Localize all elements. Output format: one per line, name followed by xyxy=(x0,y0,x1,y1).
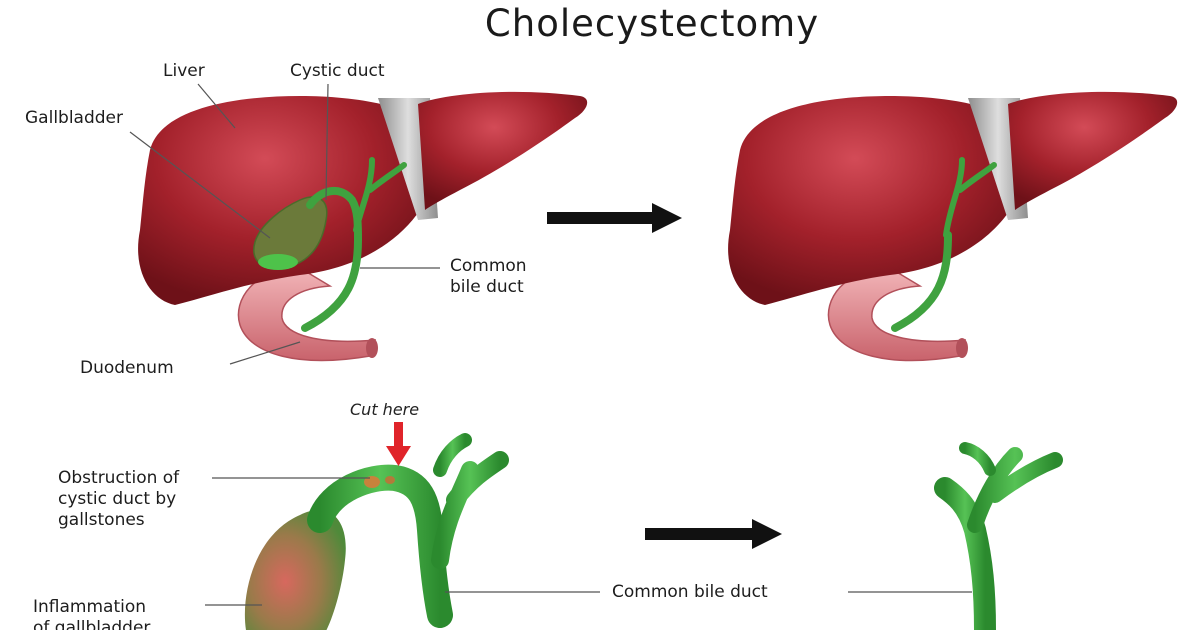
obstruction-label-line1: Obstruction of xyxy=(58,468,180,488)
gallbladder-label: Gallbladder xyxy=(25,108,123,128)
inflamed-gallbladder xyxy=(244,510,346,630)
liver-left-lobe xyxy=(418,91,588,210)
inflammation-label: Inflammation of gallbladder xyxy=(33,597,151,630)
inflammation-label-line1: Inflammation xyxy=(33,597,146,617)
obstruction-label: Obstruction of cystic duct by gallstones xyxy=(58,468,185,530)
common-bile-duct-label-line2: bile duct xyxy=(450,277,524,297)
common-bile-duct-label: Common bile duct xyxy=(450,256,532,297)
down-arrow-icon xyxy=(386,422,411,466)
obstruction-label-line2: cystic duct by xyxy=(58,489,176,509)
diagram-title: Cholecystectomy xyxy=(485,2,819,45)
common-bile-duct-label-line1: Common xyxy=(450,256,527,276)
liver-with-gallbladder xyxy=(138,91,588,362)
duodenum-label: Duodenum xyxy=(80,358,174,378)
common-bile-duct-bottom-label: Common bile duct xyxy=(612,582,768,602)
gallstone xyxy=(364,476,380,488)
inflammation-label-line2: of gallbladder xyxy=(33,618,150,630)
duct-closeup-after xyxy=(934,442,1063,630)
liver-right-lobe xyxy=(138,96,420,305)
right-arrow-icon xyxy=(645,519,782,549)
cut-here-label: Cut here xyxy=(350,400,419,419)
duct-closeup-before xyxy=(244,433,509,630)
liver-label: Liver xyxy=(163,61,205,81)
right-arrow-icon xyxy=(547,203,682,233)
liver-after-removal xyxy=(728,91,1178,362)
obstruction-label-line3: gallstones xyxy=(58,510,145,530)
common-bile-duct xyxy=(301,236,362,332)
cystic-duct-label: Cystic duct xyxy=(290,61,385,81)
